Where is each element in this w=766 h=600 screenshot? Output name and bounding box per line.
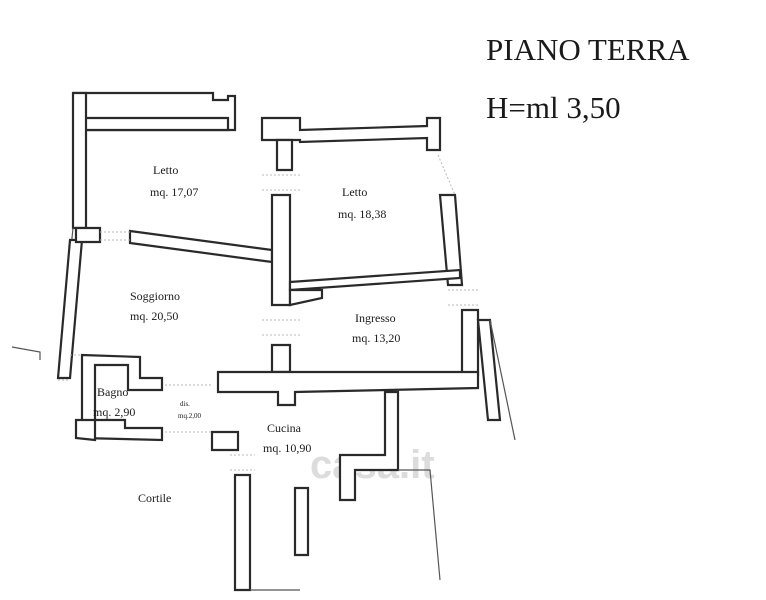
room-name-soggiorno: Soggiorno — [130, 289, 180, 303]
door-mark — [100, 231, 130, 241]
room-name-cucina: Cucina — [267, 421, 302, 435]
door-mark — [448, 289, 478, 306]
wall-living-ingresso — [270, 343, 292, 374]
wall-dis — [210, 430, 240, 452]
door-mark — [58, 354, 82, 381]
wall-bedroom2-bottom — [288, 268, 462, 292]
walls — [11, 91, 516, 592]
floor-title: PIANO TERRA — [486, 32, 690, 67]
wall-right-lower — [476, 318, 502, 422]
door-mark — [262, 319, 300, 336]
room-area-ingresso: mq. 13,20 — [352, 331, 400, 345]
wall-center-left — [275, 138, 294, 172]
wall-right-outer — [489, 319, 516, 441]
wall-kitchen-right — [338, 390, 400, 502]
wall-top-center — [260, 116, 442, 152]
room-name-disimpegno: dis. — [180, 400, 190, 408]
ceiling-height: H=ml 3,50 — [486, 90, 621, 125]
wall-left-bedroom — [71, 91, 88, 230]
wall-center-right-top — [438, 193, 464, 287]
wall-center-left-low — [270, 193, 292, 307]
door-mark — [262, 174, 300, 191]
wall-kitchen-line — [398, 469, 441, 581]
wall-top-left-inner — [78, 116, 230, 132]
room-area-disimpegno: mq.2,00 — [178, 412, 201, 420]
wall-bathroom-bottom — [74, 418, 97, 442]
room-name-cortile: Cortile — [138, 491, 171, 505]
door-mark — [165, 384, 212, 433]
wall-ingresso-top-left — [288, 288, 324, 307]
door-mark — [437, 154, 456, 196]
room-name-letto-1: Letto — [153, 163, 178, 177]
room-name-bagno: Bagno — [97, 385, 128, 399]
room-name-letto-2: Letto — [342, 185, 367, 199]
door-mark — [230, 454, 255, 471]
wall-bedroom-living-a — [74, 226, 102, 244]
door-marks — [58, 154, 478, 471]
wall-left-stub — [11, 346, 41, 360]
room-area-letto-2: mq. 18,38 — [338, 207, 386, 221]
wall-ingresso-bottom — [216, 370, 480, 407]
room-area-soggiorno: mq. 20,50 — [130, 309, 178, 323]
wall-left-living — [56, 238, 84, 380]
wall-right-ingresso — [460, 308, 480, 377]
room-area-letto-1: mq. 17,07 — [150, 185, 198, 199]
wall-bedroom-living-b — [128, 229, 274, 264]
room-area-cucina: mq. 10,90 — [263, 441, 311, 455]
wall-kitchen-left — [233, 473, 252, 592]
room-area-bagno: mq. 2,90 — [93, 405, 135, 419]
wall-kitchen-bottom — [293, 486, 310, 557]
room-name-ingresso: Ingresso — [355, 311, 396, 325]
